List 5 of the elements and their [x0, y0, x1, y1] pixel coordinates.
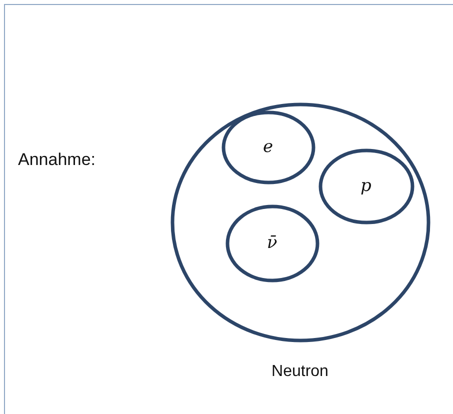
- particle-symbol: ν̄: [266, 233, 278, 253]
- particle-symbol: e: [262, 137, 274, 157]
- node-label: Neutron: [270, 362, 330, 382]
- particle-symbol: p: [360, 176, 372, 196]
- assumption-label: Annahme:: [18, 150, 96, 170]
